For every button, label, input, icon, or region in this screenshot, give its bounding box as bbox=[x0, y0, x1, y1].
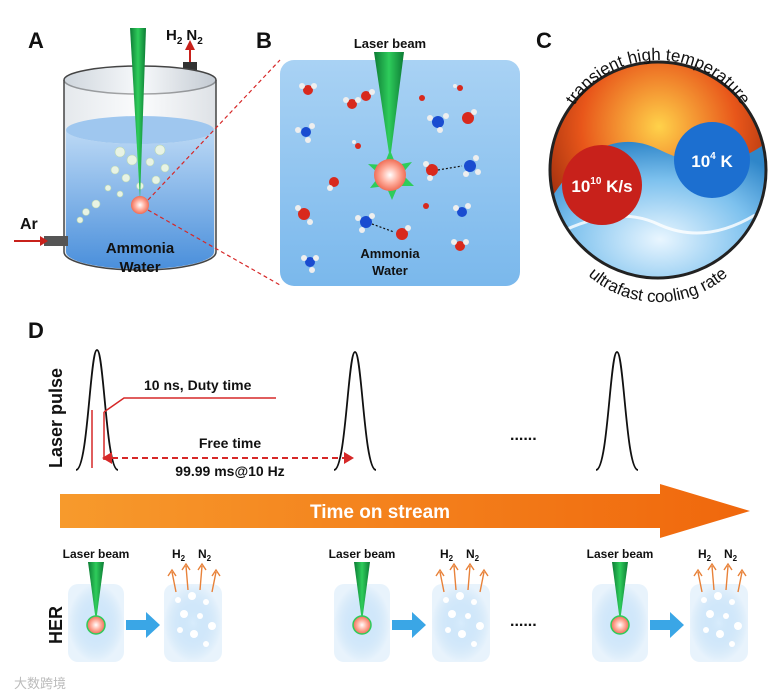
gas-release-arrows-3 bbox=[693, 562, 747, 593]
beaker-bubbles bbox=[76, 144, 170, 224]
panel-c: C transient high temperature ultrafast c… bbox=[536, 28, 768, 306]
ar-label: Ar bbox=[20, 216, 38, 233]
time-on-stream-label: Time on stream bbox=[310, 502, 450, 523]
laser-spot-a bbox=[131, 196, 149, 214]
watermark: 大数跨境 bbox=[14, 677, 66, 692]
duty-time-marker bbox=[91, 397, 276, 468]
panel-b-label: B bbox=[256, 28, 272, 53]
gas-bubbles-2 bbox=[443, 592, 484, 647]
laser-spot-d3 bbox=[610, 615, 630, 635]
duty-time-label: 10 ns, Duty time bbox=[144, 377, 252, 393]
h2-label-d3: H2 bbox=[698, 547, 712, 563]
temperature-circle bbox=[674, 122, 750, 198]
her-axis-label: HER bbox=[46, 606, 66, 644]
n2-label-d3: N2 bbox=[724, 547, 738, 563]
laser-spot-d1 bbox=[86, 615, 106, 635]
ammonia-label-b: Ammonia bbox=[360, 246, 420, 261]
gas-release-arrows-2 bbox=[435, 562, 489, 593]
panel-a-label: A bbox=[28, 28, 44, 53]
laser-beam-d3 bbox=[612, 562, 628, 622]
step-arrow-3 bbox=[650, 612, 684, 638]
free-time-arrowhead-right bbox=[344, 452, 354, 464]
panel-b: B Laser beam bbox=[256, 28, 520, 286]
laser-beam-b bbox=[374, 52, 404, 160]
her-ellipsis: ...... bbox=[510, 613, 537, 630]
gas-release-arrows-1 bbox=[167, 562, 221, 593]
pulse-2 bbox=[333, 351, 377, 471]
laser-beam-label-d2: Laser beam bbox=[329, 547, 396, 561]
gas-bubbles-1 bbox=[175, 592, 216, 647]
pulse-train bbox=[75, 349, 639, 471]
laser-beam-d2 bbox=[354, 562, 370, 622]
pulse-ellipsis: ...... bbox=[510, 427, 537, 444]
ar-inlet-tube bbox=[44, 236, 68, 246]
time-on-stream-arrow bbox=[60, 484, 750, 538]
free-time-arrowhead-left bbox=[102, 452, 112, 464]
pulse-1 bbox=[75, 349, 119, 471]
molecules bbox=[295, 83, 481, 273]
ar-arrowhead bbox=[40, 236, 48, 246]
her-step-2: Laser beam H2 N2 bbox=[329, 547, 490, 662]
panel-d-label: D bbox=[28, 318, 44, 343]
h2-label-d1: H2 bbox=[172, 547, 186, 563]
water-label-b: Water bbox=[372, 263, 408, 278]
step-arrow-1 bbox=[126, 612, 160, 638]
laser-beam-label-d3: Laser beam bbox=[587, 547, 654, 561]
pulse-3 bbox=[595, 351, 639, 471]
laser-spot-d2 bbox=[352, 615, 372, 635]
her-step-1: Laser beam H2 N2 bbox=[63, 547, 222, 662]
laser-pulse-axis-label: Laser pulse bbox=[46, 368, 66, 468]
laser-beam-d1 bbox=[88, 562, 104, 622]
laser-beam-a bbox=[130, 28, 146, 200]
laser-beam-label-b: Laser beam bbox=[354, 36, 426, 51]
panel-c-label: C bbox=[536, 28, 552, 53]
laser-beam-label-d1: Laser beam bbox=[63, 547, 130, 561]
rate-label: 1010 K/s bbox=[571, 176, 632, 196]
n2-label-d1: N2 bbox=[198, 547, 212, 563]
h2-label-d2: H2 bbox=[440, 547, 454, 563]
water-label-a: Water bbox=[119, 259, 160, 276]
step-arrow-2 bbox=[392, 612, 426, 638]
her-step-3: Laser beam H2 N2 bbox=[587, 547, 748, 662]
panel-d: D Laser pulse 10 ns, Duty time Free time… bbox=[28, 318, 750, 662]
free-time-value: 99.99 ms@10 Hz bbox=[175, 463, 284, 479]
plasma-spot bbox=[374, 159, 406, 191]
n2-label-d2: N2 bbox=[466, 547, 480, 563]
gas-outlet-arrowhead bbox=[185, 40, 195, 50]
temperature-label: 104 K bbox=[691, 151, 733, 171]
rate-circle bbox=[562, 145, 642, 225]
free-time-label: Free time bbox=[199, 435, 261, 451]
gas-bubbles-3 bbox=[701, 592, 742, 647]
zoom-guides bbox=[147, 59, 281, 286]
ammonia-label-a: Ammonia bbox=[106, 240, 175, 257]
disc-border bbox=[548, 60, 768, 280]
